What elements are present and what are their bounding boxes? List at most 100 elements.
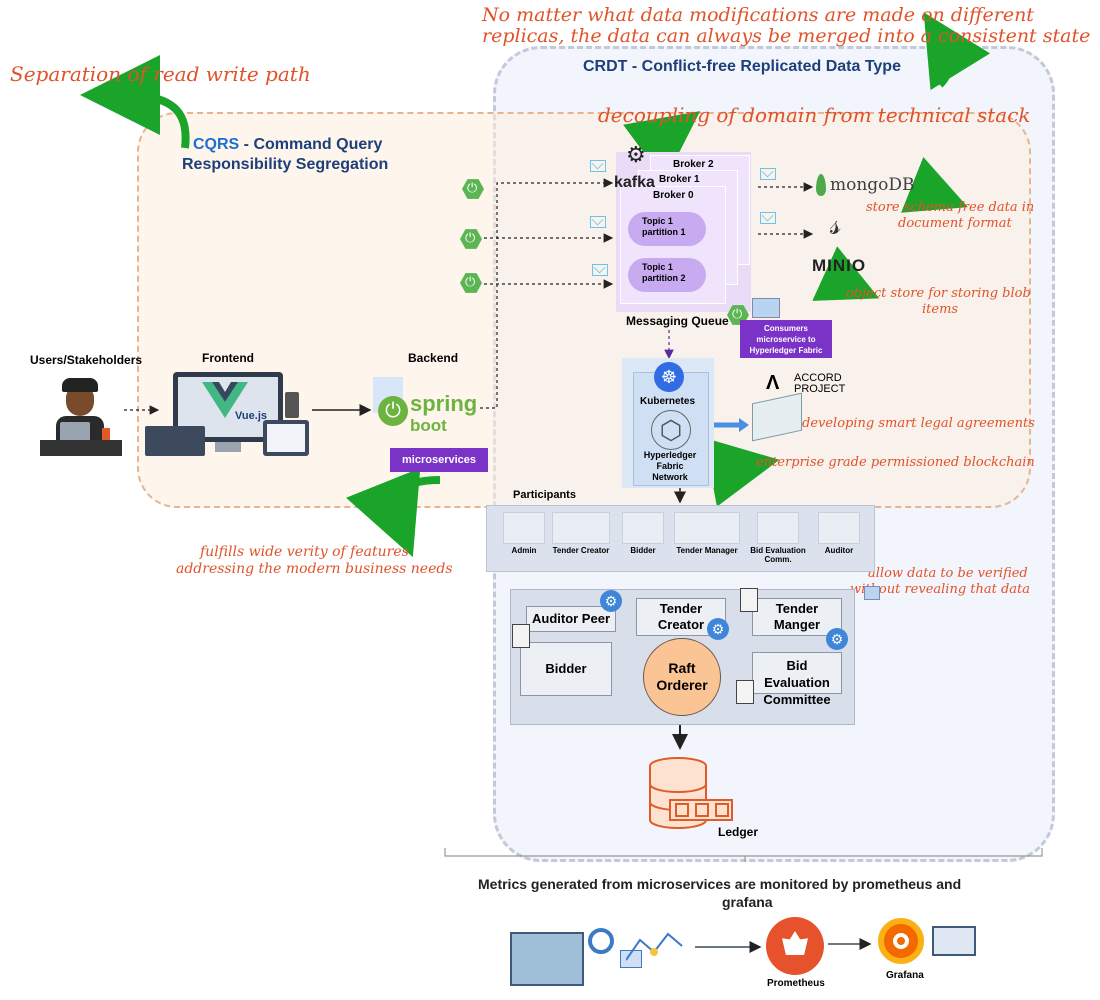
kubernetes-label: Kubernetes bbox=[640, 396, 696, 407]
consumer-doc-icon bbox=[752, 298, 780, 318]
raft-orderer: Raft Orderer bbox=[643, 638, 721, 716]
tender-manager-peer-line-1: Tender bbox=[775, 601, 819, 616]
topic-1-line-1: Topic 1 bbox=[642, 216, 673, 226]
minio-label: MINIO bbox=[812, 256, 867, 275]
user-icon bbox=[40, 378, 122, 458]
crdt-title-bold: CRDT bbox=[583, 58, 628, 75]
spring-service-icon-2 bbox=[460, 229, 482, 249]
participants-heading: Participants bbox=[513, 489, 576, 501]
auditor-icon bbox=[818, 512, 860, 544]
vue-label: Vue.js bbox=[235, 410, 267, 422]
bidder-icon bbox=[622, 512, 664, 544]
accord-logo-icon: Λ bbox=[766, 372, 780, 394]
kubernetes-icon: ☸ bbox=[654, 362, 684, 392]
cqrs-note: Separation of read write path bbox=[10, 62, 311, 86]
participant-tender-manager: Tender Manager bbox=[670, 512, 744, 555]
ledger-database-icon bbox=[649, 757, 733, 829]
accord-line-1: ACCORD bbox=[794, 372, 842, 384]
crdt-title-rest: - Conflict-free Replicated Data Type bbox=[627, 58, 901, 75]
participant-admin-label: Admin bbox=[511, 546, 537, 555]
topic-2-line-2: partition 2 bbox=[642, 273, 686, 283]
spring-power-icon: ⏻ bbox=[378, 396, 408, 426]
mongo-note-line-2: document format bbox=[898, 216, 1012, 231]
tender-creator-icon bbox=[552, 512, 610, 544]
participant-bidder-label: Bidder bbox=[630, 546, 656, 555]
participant-tender-manager-label: Tender Manager bbox=[676, 546, 738, 555]
participant-tender-creator-label: Tender Creator bbox=[552, 546, 610, 555]
ledger-doc-icon-1 bbox=[740, 588, 758, 612]
micro-note-arrow bbox=[346, 468, 441, 558]
metrics-caption-line-1: Metrics generated from microservices are… bbox=[478, 876, 962, 892]
zkp-note-line-2: without revealing that data bbox=[850, 582, 1031, 597]
accord-note: developing smart legal agreements bbox=[802, 416, 1035, 431]
kafka-note-arrow bbox=[623, 111, 701, 181]
tender-manager-peer-line-2: Manger bbox=[773, 617, 821, 632]
chaincode-gear-icon-1: ⚙ bbox=[600, 590, 622, 612]
bid-evaluation-icon bbox=[757, 512, 799, 544]
zkp-doc-icon bbox=[864, 586, 880, 600]
metrics-caption-line-2: grafana bbox=[722, 894, 773, 910]
frontend-devices-icon: Vue.js bbox=[145, 370, 317, 462]
prometheus-icon bbox=[766, 917, 824, 975]
participant-bidder: Bidder bbox=[620, 512, 666, 555]
consumer-badge: Consumers microservice to Hyperledger Fa… bbox=[740, 320, 832, 358]
grafana-icon bbox=[878, 918, 924, 964]
tender-creator-peer-line-1: Tender bbox=[659, 601, 703, 616]
kafka-note: decoupling of domain from technical stac… bbox=[598, 103, 1031, 127]
orderer-line-2: Orderer bbox=[656, 677, 708, 693]
mongo-note-line-1: store schema free data in bbox=[866, 200, 1035, 215]
accord-line-2: PROJECT bbox=[794, 383, 846, 395]
topic-1-line-2: partition 1 bbox=[642, 227, 686, 237]
topic-2-line-1: Topic 1 bbox=[642, 262, 673, 272]
fabric-label: Hyperledger Fabric Network bbox=[638, 450, 702, 483]
ledger-doc-icon-3 bbox=[736, 680, 754, 704]
admin-icon bbox=[503, 512, 545, 544]
spring-service-icon-1 bbox=[462, 179, 484, 199]
spring-service-icon-3 bbox=[460, 273, 482, 293]
frontend-label: Frontend bbox=[202, 351, 254, 365]
micro-note-line-1: fulfills wide verity of features bbox=[200, 544, 409, 560]
consumer-line-1: Consumers bbox=[763, 324, 808, 333]
vue-logo-icon bbox=[202, 382, 248, 418]
minio-note-line-1: object store for storing blob bbox=[846, 286, 1031, 301]
auditor-peer: Auditor Peer bbox=[526, 606, 616, 632]
grafana-label: Grafana bbox=[886, 970, 924, 981]
crdt-note-line-2: replicas, the data can always be merged … bbox=[482, 25, 1091, 47]
bid-evaluation-peer-line-2: Committee bbox=[763, 692, 831, 707]
zkp-note-line-1: allow data to be verified bbox=[868, 566, 1028, 581]
mongo-note-arrow bbox=[901, 157, 968, 213]
users-label: Users/Stakeholders bbox=[30, 353, 143, 367]
cqrs-title-rest: - Command Query bbox=[239, 136, 383, 153]
message-icon-1 bbox=[590, 160, 606, 172]
topic-1-partition-1: Topic 1 partition 1 bbox=[628, 212, 706, 246]
participant-auditor-label: Auditor bbox=[824, 546, 854, 555]
participant-tender-creator: Tender Creator bbox=[550, 512, 612, 555]
crdt-title: CRDT - Conflict-free Replicated Data Typ… bbox=[583, 58, 901, 76]
message-icon-4 bbox=[760, 168, 776, 180]
crdt-note-arrow bbox=[923, 12, 991, 91]
messaging-queue-label: Messaging Queue bbox=[626, 314, 729, 328]
mongodb-leaf-icon bbox=[816, 174, 826, 196]
cqrs-note-arrow bbox=[80, 55, 190, 149]
chaincode-gear-icon-2: ⚙ bbox=[707, 618, 729, 640]
participant-bid-evaluation: Bid Evaluation Comm. bbox=[748, 512, 808, 564]
accord-label: ACCORD PROJECT bbox=[794, 373, 845, 395]
tender-manager-icon bbox=[674, 512, 740, 544]
participant-auditor: Auditor bbox=[814, 512, 864, 555]
participant-admin: Admin bbox=[502, 512, 546, 555]
fabric-note-arrow bbox=[704, 437, 780, 507]
monitor-icon bbox=[932, 926, 976, 956]
consumer-line-3: Hyperledger Fabric bbox=[749, 346, 823, 355]
kafka-icon: ⚙ bbox=[626, 142, 646, 167]
kafka-label: kafka bbox=[614, 174, 655, 191]
tender-creator-peer-line-2: Creator bbox=[657, 617, 705, 632]
prometheus-label: Prometheus bbox=[767, 978, 825, 989]
bidder-peer: Bidder bbox=[520, 642, 612, 696]
topic-1-partition-2: Topic 1 partition 2 bbox=[628, 258, 706, 292]
orderer-line-1: Raft bbox=[668, 660, 696, 676]
minio-note-line-2: items bbox=[922, 302, 959, 317]
micro-note-line-2: addressing the modern business needs bbox=[176, 561, 453, 577]
microservices-badge: microservices bbox=[390, 448, 488, 472]
cqrs-title-line-2: Responsibility Segregation bbox=[182, 156, 389, 173]
